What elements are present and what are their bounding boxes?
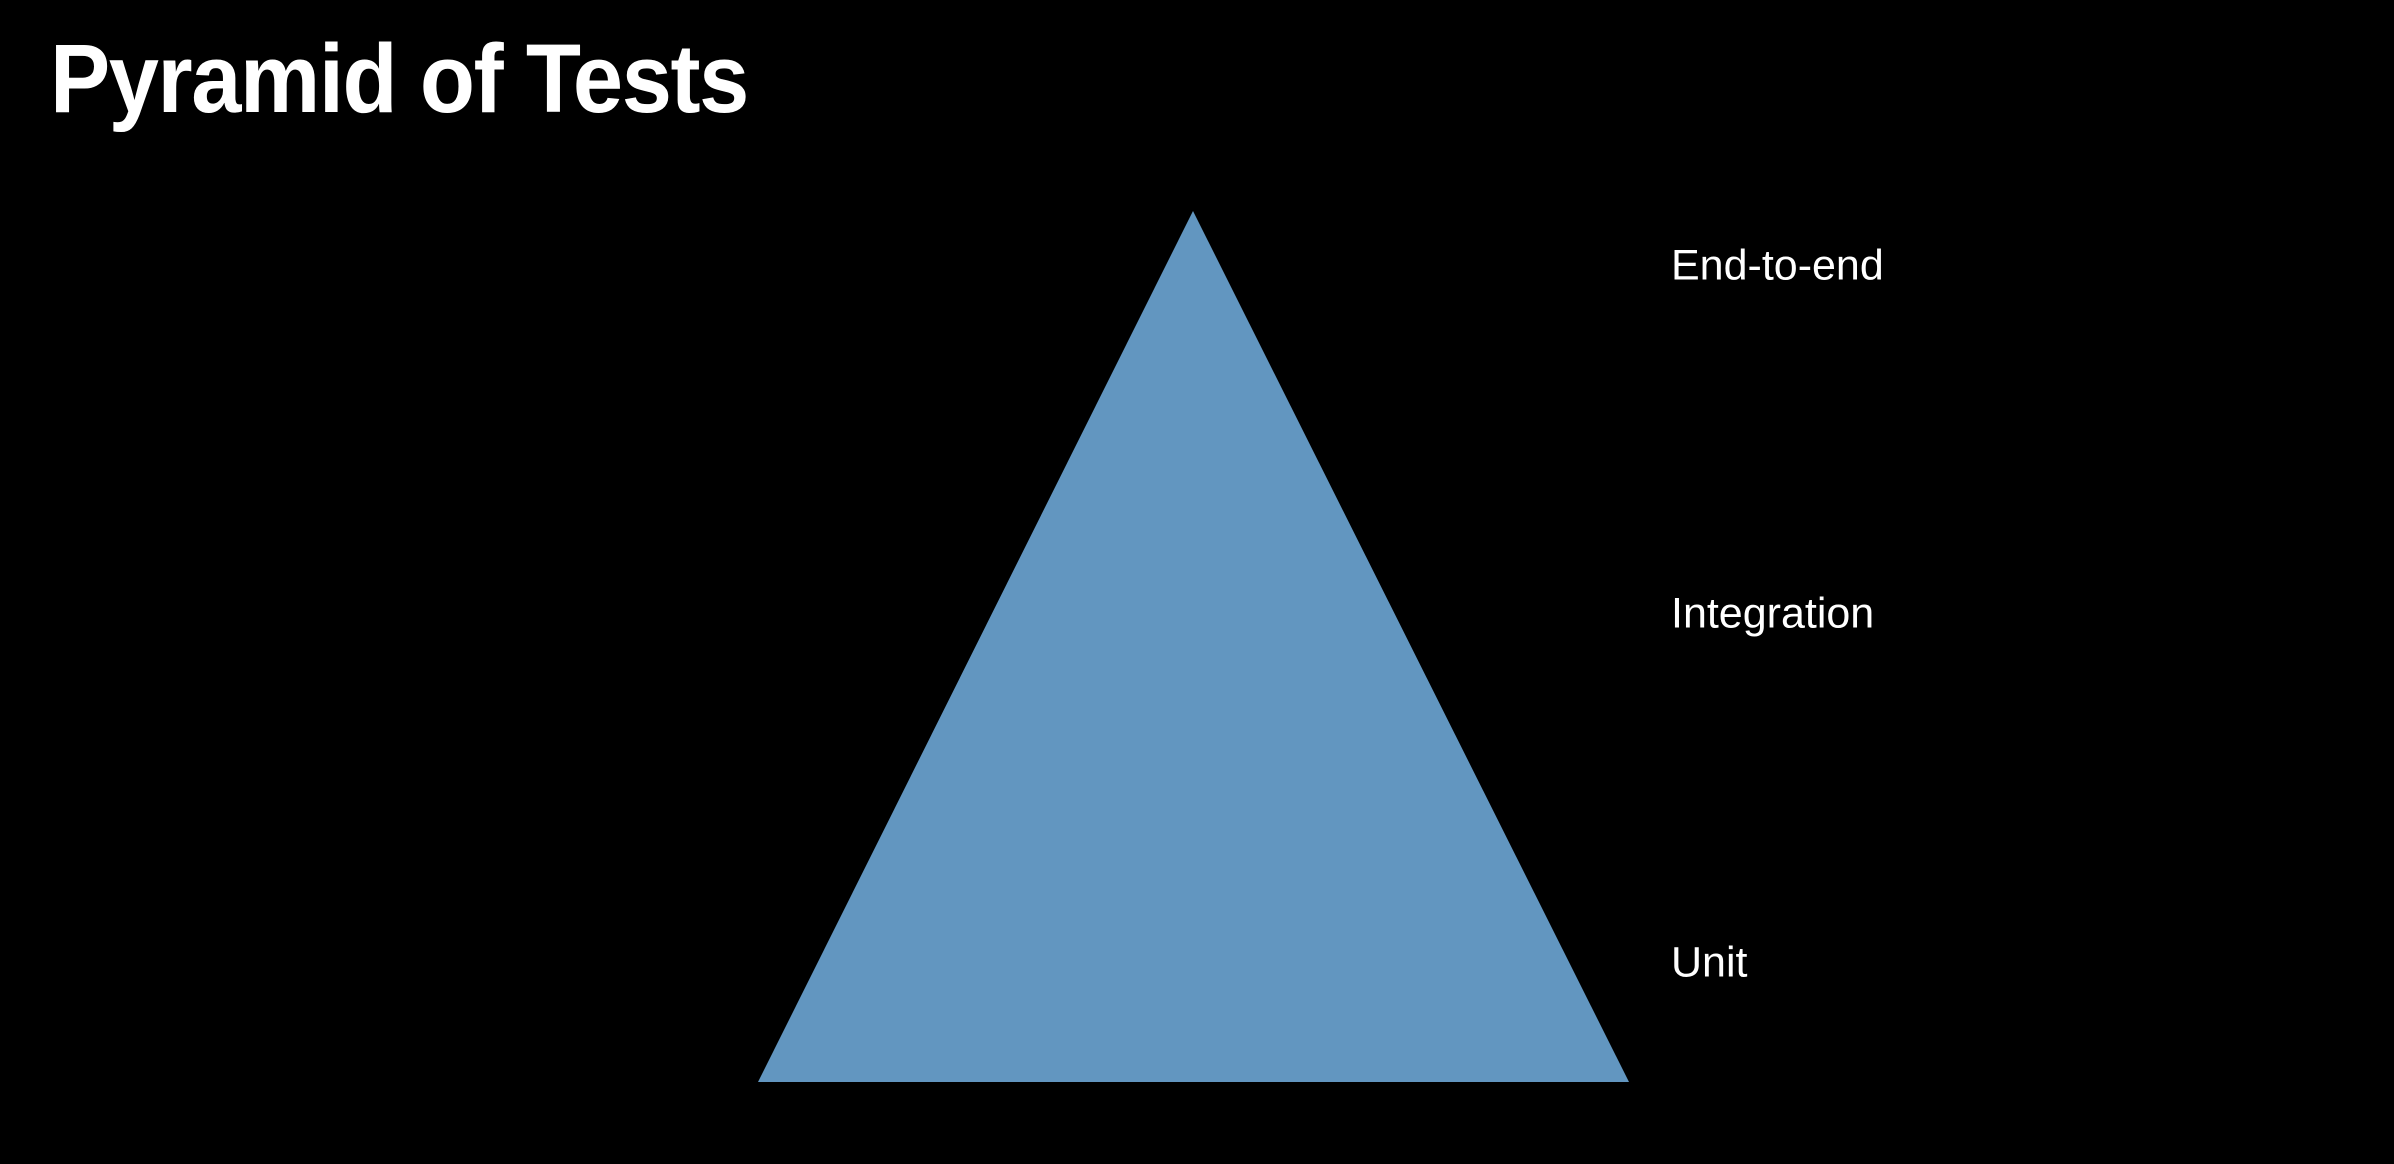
page-title: Pyramid of Tests <box>50 24 749 133</box>
pyramid-triangle-shape <box>758 211 1629 1082</box>
pyramid-tier-label-integration: Integration <box>1671 589 1875 638</box>
pyramid-tier-label-end-to-end: End-to-end <box>1671 241 1884 290</box>
pyramid-tier-label-unit: Unit <box>1671 938 1748 987</box>
